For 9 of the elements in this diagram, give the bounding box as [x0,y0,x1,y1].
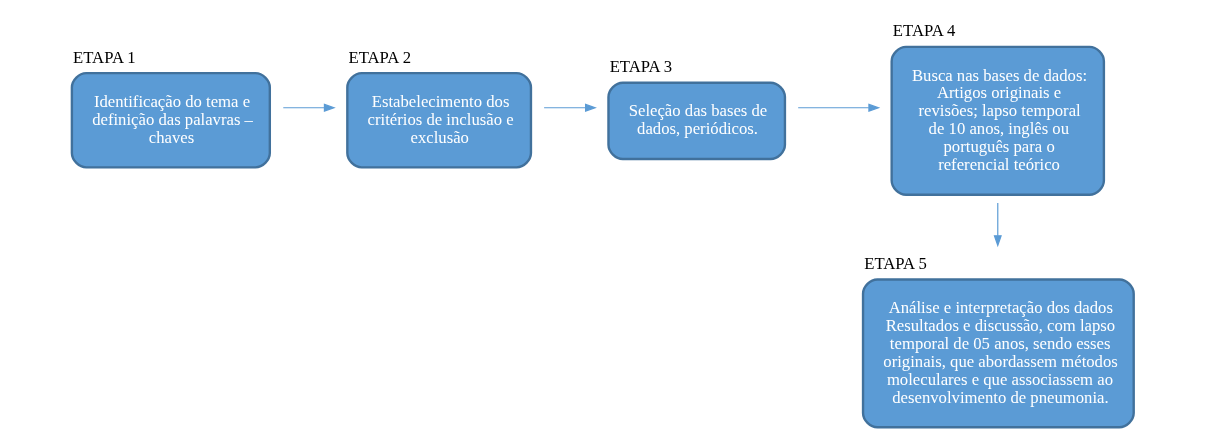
node-label: ETAPA 2 [348,47,412,67]
arrow [797,103,881,112]
node-label: ETAPA 4 [892,21,956,41]
node-label: ETAPA 1 [73,47,136,67]
arrow [282,103,336,112]
arrow [993,202,1002,248]
node-label: ETAPA 3 [609,57,673,77]
arrow [543,103,597,112]
node-label: ETAPA 5 [864,253,927,273]
